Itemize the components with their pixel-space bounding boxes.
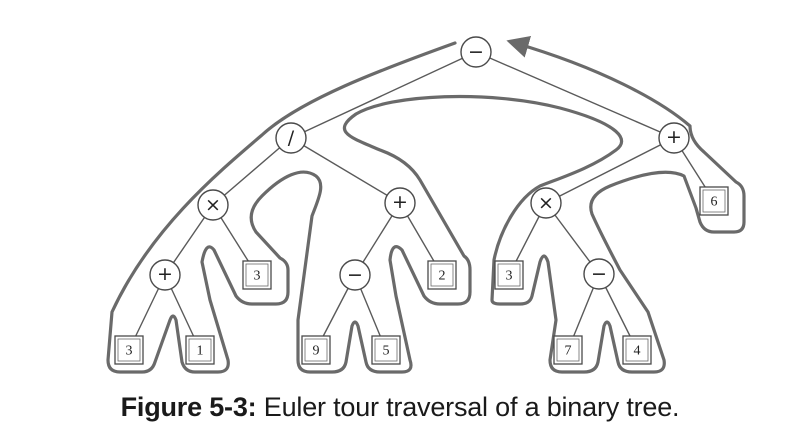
euler-tour-outline — [106, 36, 746, 374]
tree-edge — [290, 51, 477, 139]
leaf-label: 9 — [313, 344, 320, 359]
leaf-node-leaf-2: 2 — [427, 260, 457, 290]
leaf-node-leaf-3a: 3 — [242, 260, 272, 290]
operator-label: + — [666, 126, 682, 148]
operator-circle — [530, 187, 562, 219]
operator-label: × — [205, 194, 221, 216]
operator-label: − — [468, 41, 484, 63]
operator-node-times-left: × — [197, 189, 229, 221]
leaf-node-leaf-7: 7 — [553, 335, 583, 365]
operator-node-times-right: × — [530, 187, 562, 219]
tree-edge — [212, 137, 292, 206]
leaf-node-leaf-1: 1 — [185, 335, 215, 365]
leaf-node-leaf-5: 5 — [371, 335, 401, 365]
leaf-inner-box — [430, 263, 454, 287]
figure-caption: Figure 5-3: Euler tour traversal of a bi… — [0, 392, 800, 423]
operator-circle — [460, 36, 492, 68]
leaf-label: 2 — [439, 269, 446, 284]
operator-node-plus-right: + — [658, 122, 690, 154]
leaf-label: 6 — [711, 195, 718, 210]
operator-label: / — [288, 127, 295, 149]
tree-nodes: − / + × + × + − − 6 3 2 3 3 1 9 5 7 4 — [114, 36, 729, 365]
leaf-inner-box — [497, 263, 521, 287]
operator-label: − — [347, 264, 363, 286]
leaf-label: 3 — [126, 344, 133, 359]
caption-text: Euler tour traversal of a binary tree. — [263, 392, 680, 422]
leaf-label: 4 — [634, 344, 641, 359]
caption-label: Figure 5-3: — [120, 392, 257, 422]
operator-circle — [583, 258, 615, 290]
tree-edge — [290, 137, 401, 204]
operator-circle — [339, 259, 371, 291]
operator-node-plus-low: + — [149, 259, 181, 291]
operator-node-root: − — [460, 36, 492, 68]
operator-circle — [275, 122, 307, 154]
leaf-inner-box — [556, 338, 580, 362]
operator-node-plus-mid: + — [384, 187, 416, 219]
euler-tour-path — [106, 36, 746, 374]
leaf-inner-box — [188, 338, 212, 362]
leaf-node-leaf-9: 9 — [301, 335, 331, 365]
operator-label: − — [591, 263, 607, 285]
tree-edge — [475, 51, 675, 139]
leaf-node-leaf-6: 6 — [699, 186, 729, 216]
operator-label: + — [392, 191, 408, 213]
operator-node-minus-right: − — [583, 258, 615, 290]
leaf-inner-box — [374, 338, 398, 362]
leaf-node-leaf-3b: 3 — [494, 260, 524, 290]
leaf-inner-box — [625, 338, 649, 362]
leaf-label: 1 — [197, 344, 204, 359]
operator-label: × — [538, 192, 554, 214]
leaf-inner-box — [245, 263, 269, 287]
operator-circle — [384, 187, 416, 219]
leaf-label: 7 — [565, 344, 572, 359]
operator-circle — [197, 189, 229, 221]
operator-node-minus-mid: − — [339, 259, 371, 291]
operator-node-div: / — [275, 122, 307, 154]
operator-circle — [658, 122, 690, 154]
tree-edge — [545, 137, 675, 204]
leaf-label: 3 — [506, 269, 513, 284]
operator-circle — [149, 259, 181, 291]
leaf-inner-box — [702, 189, 726, 213]
leaf-inner-box — [117, 338, 141, 362]
leaf-label: 5 — [383, 344, 390, 359]
operator-label: + — [157, 263, 173, 285]
leaf-inner-box — [304, 338, 328, 362]
leaf-label: 3 — [254, 269, 261, 284]
leaf-node-leaf-4: 4 — [622, 335, 652, 365]
leaf-node-leaf-3c: 3 — [114, 335, 144, 365]
